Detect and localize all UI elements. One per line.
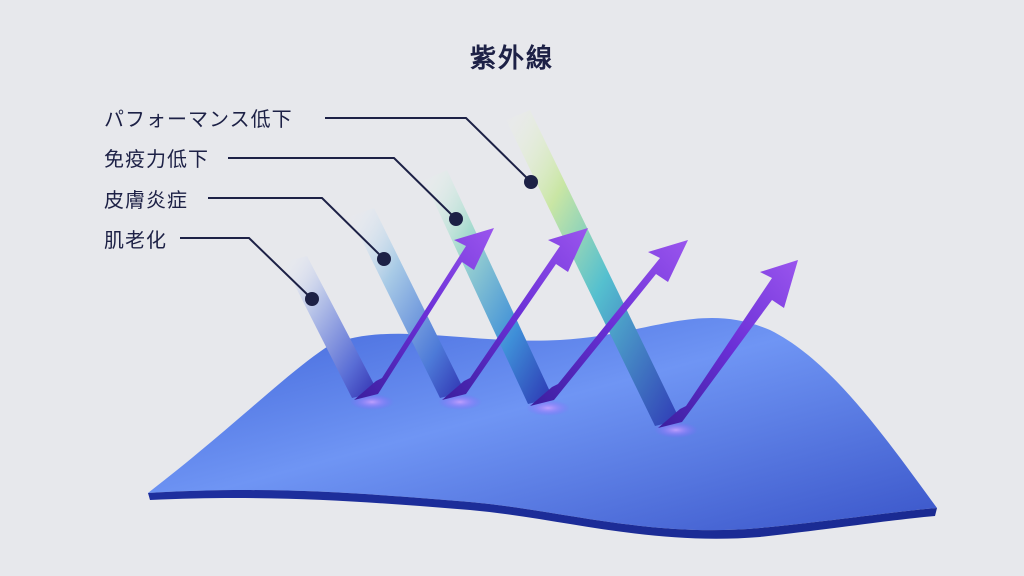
- impact-glow-1: [350, 394, 394, 410]
- leader-line-aging: [180, 237, 313, 300]
- diagram-title: 紫外線: [469, 44, 554, 74]
- label-skin-inflammation: 皮膚炎症: [104, 188, 188, 212]
- reflect-arrow-2: [442, 228, 588, 400]
- leader-dot-performance: [524, 175, 538, 189]
- reflect-arrow-4: [658, 260, 798, 428]
- leader-line-performance: [325, 117, 532, 183]
- leader-dot-inflammation: [377, 252, 391, 266]
- label-skin-aging: 肌老化: [104, 228, 167, 252]
- impact-glow-3: [526, 400, 570, 416]
- leader-dot-immunity: [449, 212, 463, 226]
- leader-line-inflammation: [208, 197, 385, 260]
- label-immunity-decline: 免疫力低下: [104, 147, 209, 171]
- uv-beam-3: [424, 170, 553, 404]
- skin-edge: [148, 490, 937, 539]
- uv-beam-1: [283, 256, 378, 398]
- uv-beam-4: [506, 110, 680, 426]
- impact-glow-4: [654, 422, 698, 438]
- leader-dot-aging: [305, 292, 319, 306]
- leader-line-immunity: [228, 157, 457, 220]
- label-performance-decline: パフォーマンス低下: [104, 107, 293, 131]
- reflect-arrow-1: [354, 228, 494, 400]
- skin-surface: [148, 317, 937, 531]
- reflect-arrow-3: [530, 240, 688, 406]
- impact-glow-2: [438, 394, 482, 410]
